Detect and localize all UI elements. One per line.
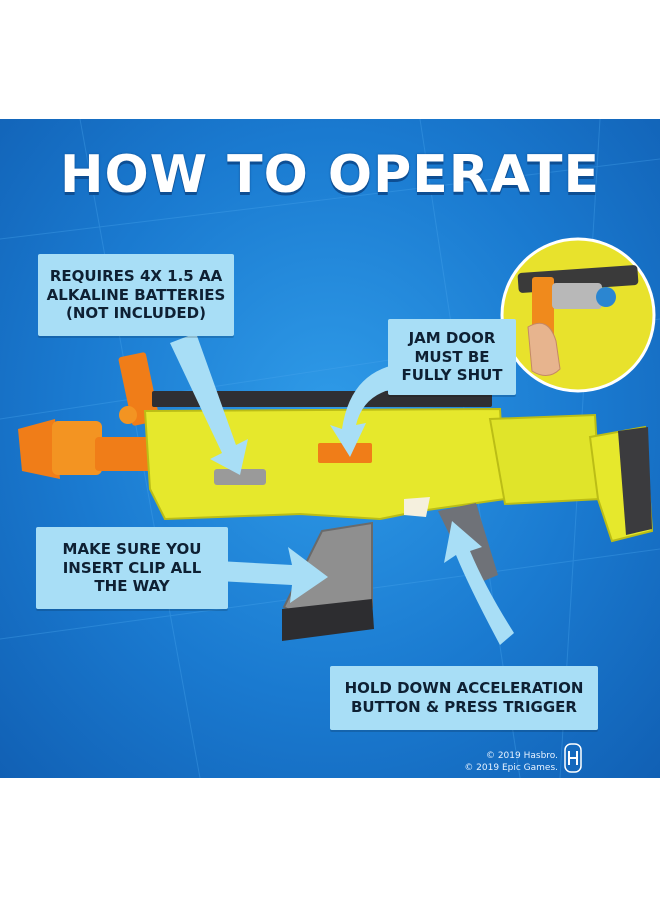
callout-batteries-text: REQUIRES 4X 1.5 AA ALKALINE BATTERIES (N… [46,266,226,323]
barrel-tip [18,352,160,479]
callout-trigger: HOLD DOWN ACCELERATION BUTTON & PRESS TR… [330,666,598,730]
instruction-panel: HOW TO OPERATE [0,119,660,778]
blaster-illustration [18,352,654,641]
arrow-batteries [170,333,248,475]
callout-clip: MAKE SURE YOU INSERT CLIP ALL THE WAY [36,527,228,609]
callout-arrows [170,333,514,645]
callout-batteries: REQUIRES 4X 1.5 AA ALKALINE BATTERIES (N… [38,254,234,336]
inset-illustration [500,237,656,393]
copyright-epic: © 2019 Epic Games. [464,762,558,773]
arrow-clip [218,547,328,603]
copyright-notice: © 2019 Hasbro. © 2019 Epic Games. [464,751,558,774]
hasbro-logo [564,743,582,773]
callout-jam-door-text: JAM DOOR MUST BE FULLY SHUT [401,328,503,385]
callout-trigger-text: HOLD DOWN ACCELERATION BUTTON & PRESS TR… [344,679,584,716]
callout-jam-door: JAM DOOR MUST BE FULLY SHUT [388,319,516,395]
copyright-hasbro: © 2019 Hasbro. [485,751,558,761]
arrow-jam-door [330,365,404,457]
callout-clip-text: MAKE SURE YOU INSERT CLIP ALL THE WAY [62,539,202,596]
arrow-trigger [444,521,514,645]
page-title: HOW TO OPERATE [59,145,601,205]
